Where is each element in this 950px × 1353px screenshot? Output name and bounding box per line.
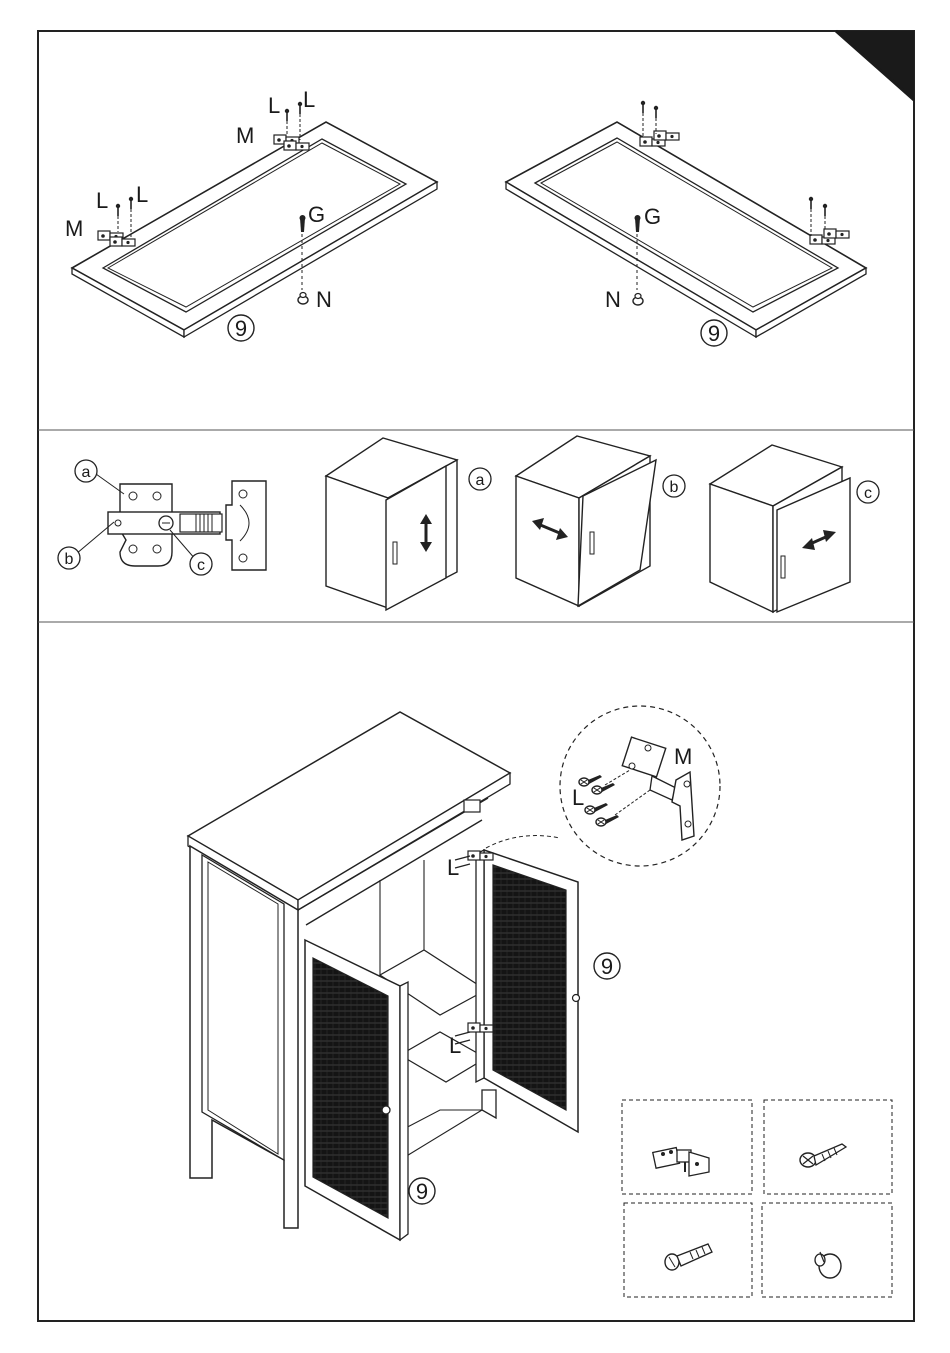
label-l: L xyxy=(447,855,459,880)
left-door-hinge-bottom xyxy=(98,231,135,246)
screw-icon xyxy=(800,1144,846,1167)
label-n: N xyxy=(605,287,621,312)
knob-icon xyxy=(815,1252,841,1278)
label-m: M xyxy=(674,744,692,769)
cabinet-adjust-c: c xyxy=(710,445,879,612)
hinge-icon xyxy=(653,1148,709,1176)
callout-b: b xyxy=(670,479,679,496)
part-number: 9 xyxy=(416,1179,428,1204)
callout-a: a xyxy=(82,464,91,481)
right-door-panel: G N 9 xyxy=(506,101,866,346)
callout-b: b xyxy=(65,551,74,568)
label-l: L xyxy=(96,188,108,213)
right-door-hinge-bottom xyxy=(810,229,849,244)
label-l: L xyxy=(136,182,148,207)
part-box-bolt xyxy=(624,1203,752,1297)
label-l: L xyxy=(572,785,584,810)
part-number: 9 xyxy=(235,316,247,341)
part-box-hinge xyxy=(622,1100,752,1194)
label-g: G xyxy=(644,204,661,229)
label-n: N xyxy=(316,287,332,312)
label-g: G xyxy=(308,202,325,227)
bolt-icon xyxy=(665,1244,712,1270)
callout-a: a xyxy=(476,472,485,489)
parts-list xyxy=(622,1100,892,1297)
label-m: M xyxy=(65,216,83,241)
cabinet-assembly: L L 9 9 xyxy=(188,712,620,1240)
part-box-screw xyxy=(764,1100,892,1194)
hinge-detail-callout: L M xyxy=(560,706,720,866)
part-number: 9 xyxy=(708,321,720,346)
label-m: M xyxy=(236,123,254,148)
label-l: L xyxy=(303,87,315,112)
label-l: L xyxy=(268,93,280,118)
right-door-hinge-top xyxy=(640,131,679,146)
part-number: 9 xyxy=(601,954,613,979)
label-l: L xyxy=(449,1033,461,1058)
callout-c: c xyxy=(197,557,205,574)
cabinet-adjust-a: a xyxy=(326,438,491,610)
knob-n xyxy=(298,293,308,305)
knob-n xyxy=(633,294,643,306)
cabinet-adjust-b: b xyxy=(516,436,685,606)
callout-c: c xyxy=(864,485,872,502)
left-door-panel: L L M L L M G N 9 xyxy=(65,87,437,341)
hinge-adjust-diagram: a b c xyxy=(58,460,266,575)
part-box-knob xyxy=(762,1203,892,1297)
